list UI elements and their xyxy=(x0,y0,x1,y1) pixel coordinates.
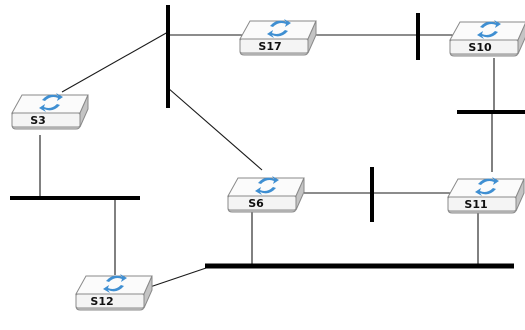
switch-label: S11 xyxy=(464,198,487,211)
network-switch-icon xyxy=(11,94,89,130)
switch-label: S10 xyxy=(468,41,492,54)
switch-s12[interactable]: S12 xyxy=(75,274,153,311)
network-switch-icon xyxy=(75,275,153,311)
switch-s3[interactable]: S3 xyxy=(11,93,89,130)
switch-label: S12 xyxy=(90,295,113,308)
switch-label: S6 xyxy=(248,197,264,210)
switch-label: S17 xyxy=(258,40,281,53)
link-s3-bus-top xyxy=(61,31,169,93)
link-s12-bus-bottom xyxy=(149,265,213,288)
links xyxy=(39,31,495,288)
switch-label: S3 xyxy=(30,114,46,127)
switch-s6[interactable]: S6 xyxy=(227,176,305,213)
switch-s17[interactable]: S17 xyxy=(239,19,317,56)
link-bus-top-s6 xyxy=(167,87,263,171)
switch-s11[interactable]: S11 xyxy=(447,177,525,214)
buses xyxy=(10,5,525,269)
network-switch-icon xyxy=(227,177,305,213)
switch-s10[interactable]: S10 xyxy=(449,20,525,57)
